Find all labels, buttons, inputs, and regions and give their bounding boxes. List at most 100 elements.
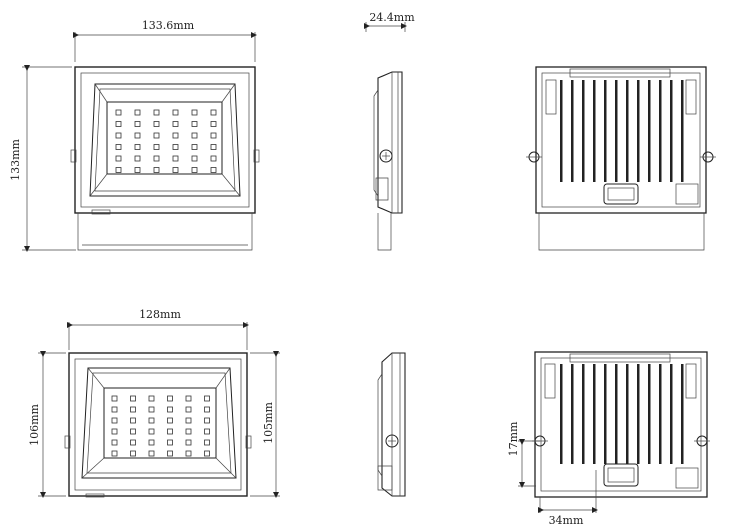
led-chip — [115, 167, 122, 173]
led-chip — [191, 155, 198, 162]
led-array — [115, 109, 217, 173]
led-chip — [148, 395, 155, 402]
led-chip — [111, 428, 118, 435]
led-chip — [167, 428, 173, 435]
heat-sink-fins — [560, 364, 684, 464]
bottom-side-view — [377, 352, 406, 497]
fin — [615, 80, 618, 182]
led-chip — [148, 406, 155, 413]
led-chip — [191, 121, 198, 127]
led-chip — [153, 132, 160, 139]
led-chip — [172, 155, 179, 162]
fin — [626, 364, 629, 464]
led-chip — [185, 395, 192, 402]
fin — [670, 364, 673, 464]
led-chip — [115, 132, 122, 139]
fin — [648, 80, 651, 182]
led-chip — [167, 406, 173, 413]
dimension-top-side-depth: 24.4mm — [369, 11, 415, 24]
led-chip — [210, 121, 217, 127]
dimension-bottom-back-offset: 34mm — [549, 514, 584, 527]
led-chip — [210, 167, 217, 173]
fin — [604, 364, 607, 464]
dimension-bottom-front-width: 128mm — [139, 308, 181, 321]
dimension-top-front-height: 133mm — [9, 139, 22, 181]
led-chip — [172, 132, 179, 139]
led-chip — [130, 406, 136, 413]
led-chip — [111, 395, 118, 402]
led-chip — [153, 155, 160, 162]
led-chip — [111, 450, 118, 457]
top-front-view — [70, 66, 260, 251]
led-chip — [153, 167, 160, 173]
fin — [659, 80, 662, 182]
dimension-bottom-back-bracket: 17mm — [507, 421, 520, 456]
dimension-bottom-front-height-left: 106mm — [28, 404, 41, 446]
led-chip — [130, 428, 136, 435]
led-chip — [130, 395, 136, 402]
led-chip — [210, 132, 217, 139]
fin — [648, 364, 651, 464]
led-chip — [148, 417, 155, 424]
led-chip — [172, 144, 179, 150]
led-chip — [148, 428, 155, 435]
dimension-bottom-front-height-right: 105mm — [262, 402, 275, 444]
led-chip — [153, 121, 160, 127]
led-chip — [115, 155, 122, 162]
led-chip — [134, 121, 141, 127]
fin — [626, 80, 629, 182]
led-chip — [134, 155, 141, 162]
led-chip — [185, 439, 192, 446]
led-chip — [115, 109, 122, 116]
led-chip — [191, 144, 198, 150]
top-back-view — [526, 66, 716, 251]
bottom-back-view — [532, 351, 710, 498]
fin — [604, 80, 607, 182]
led-chip — [130, 450, 136, 457]
fin — [681, 80, 684, 182]
led-array — [111, 395, 210, 457]
led-chip — [148, 450, 155, 457]
led-chip — [185, 417, 192, 424]
led-chip — [134, 144, 141, 150]
led-chip — [191, 132, 198, 139]
led-chip — [134, 109, 141, 116]
led-chip — [204, 450, 210, 457]
fin — [582, 364, 585, 464]
fin — [560, 364, 563, 464]
led-chip — [185, 450, 192, 457]
led-chip — [111, 406, 118, 413]
led-chip — [172, 109, 179, 116]
bottom-front-view — [64, 352, 252, 498]
led-chip — [204, 395, 210, 402]
led-chip — [111, 417, 118, 424]
led-chip — [210, 144, 217, 150]
led-chip — [204, 406, 210, 413]
led-chip — [115, 144, 122, 150]
heat-sink-fins — [560, 80, 684, 182]
led-chip — [130, 439, 136, 446]
led-chip — [134, 167, 141, 173]
led-chip — [185, 406, 192, 413]
fin — [582, 80, 585, 182]
fin — [659, 364, 662, 464]
fin — [560, 80, 563, 182]
fin — [571, 80, 574, 182]
led-chip — [167, 395, 173, 402]
fin — [571, 364, 574, 464]
top-side-view — [373, 71, 403, 251]
led-chip — [115, 121, 122, 127]
dimension-top-front-width: 133.6mm — [142, 19, 195, 32]
fin — [615, 364, 618, 464]
led-chip — [204, 417, 210, 424]
led-chip — [111, 439, 118, 446]
led-chip — [191, 109, 198, 116]
led-chip — [204, 439, 210, 446]
fin — [593, 364, 596, 464]
led-chip — [185, 428, 192, 435]
led-chip — [153, 109, 160, 116]
fin — [637, 80, 640, 182]
fin — [637, 364, 640, 464]
led-chip — [153, 144, 160, 150]
